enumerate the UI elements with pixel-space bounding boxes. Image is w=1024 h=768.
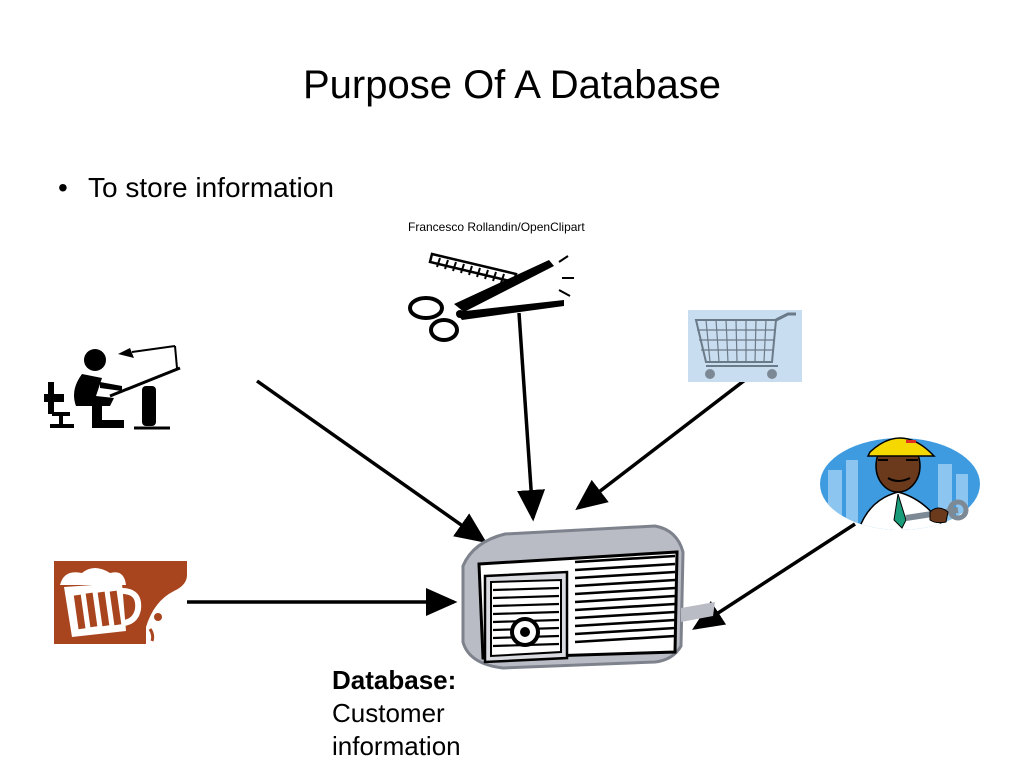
safe-vault-clipart (461, 524, 715, 670)
scissors-clipart (408, 252, 574, 342)
bullet-item: • To store information (58, 170, 334, 206)
arrow-cart-to-db (575, 378, 747, 511)
arrow-scissors-to-db (517, 312, 546, 522)
database-label-heading: Database: (332, 665, 457, 695)
worker-clipart (820, 437, 980, 530)
shopping-cart-clipart (688, 310, 802, 382)
image-credit: Francesco Rollandin/OpenClipart (408, 220, 585, 234)
database-label-line-1: Customer (332, 698, 445, 728)
arrow-drafter-to-db (255, 379, 487, 544)
beer-mug-clipart (54, 561, 187, 644)
bullet-dot: • (58, 172, 68, 203)
slide-title: Purpose Of A Database (302, 63, 722, 107)
drafter-clipart (44, 345, 181, 430)
database-label-line-2: information (332, 731, 461, 761)
arrow-worker-to-db (692, 522, 856, 630)
database-label: Database: Customer information (332, 664, 461, 763)
bullet-text: To store information (88, 172, 334, 203)
